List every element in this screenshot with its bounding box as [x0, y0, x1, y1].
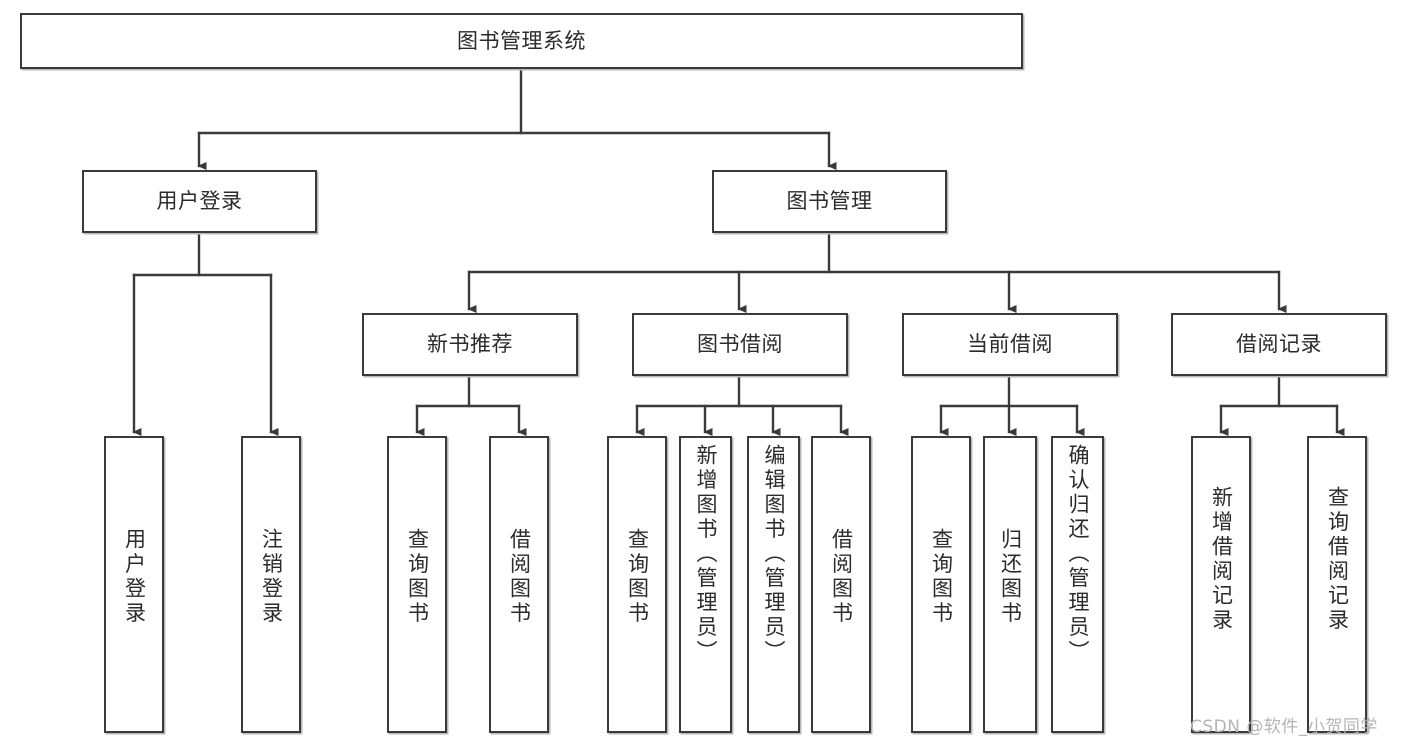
- node-leaf-add-record[interactable]: 新增借阅记录: [1191, 436, 1251, 733]
- node-leaf-confirm-return-label: 确认归还（管理员）: [1066, 444, 1090, 665]
- node-leaf-query-book-3[interactable]: 查询图书: [911, 436, 971, 733]
- node-current-borrow[interactable]: 当前借阅: [902, 313, 1118, 376]
- node-leaf-return-book-label: 归还图书: [998, 528, 1023, 626]
- node-user-login[interactable]: 用户登录: [82, 170, 317, 233]
- node-leaf-borrow-book-1-label: 借阅图书: [507, 528, 532, 626]
- node-leaf-add-record-label: 新增借阅记录: [1209, 486, 1234, 633]
- node-leaf-borrow-book-2-label: 借阅图书: [829, 528, 854, 626]
- node-leaf-add-book[interactable]: 新增图书（管理员）: [679, 436, 732, 733]
- node-book-borrow-label: 图书借阅: [697, 332, 783, 357]
- node-leaf-query-book-2-label: 查询图书: [625, 528, 650, 626]
- node-current-borrow-label: 当前借阅: [967, 332, 1053, 357]
- node-book-borrow[interactable]: 图书借阅: [632, 313, 848, 376]
- node-borrow-record-label: 借阅记录: [1236, 332, 1322, 357]
- node-book-manage-label: 图书管理: [786, 189, 873, 214]
- node-leaf-edit-book-label: 编辑图书（管理员）: [762, 444, 786, 665]
- node-leaf-logout-login-label: 注销登录: [259, 528, 284, 626]
- node-leaf-logout-login[interactable]: 注销登录: [241, 436, 301, 733]
- node-leaf-borrow-book-2[interactable]: 借阅图书: [811, 436, 871, 733]
- node-leaf-query-book-3-label: 查询图书: [929, 528, 954, 626]
- node-new-book-rec-label: 新书推荐: [427, 332, 513, 357]
- node-new-book-rec[interactable]: 新书推荐: [362, 313, 578, 376]
- node-root[interactable]: 图书管理系统: [20, 13, 1023, 69]
- node-leaf-user-login[interactable]: 用户登录: [104, 436, 164, 733]
- node-leaf-edit-book[interactable]: 编辑图书（管理员）: [747, 436, 800, 733]
- node-leaf-borrow-book-1[interactable]: 借阅图书: [489, 436, 549, 733]
- node-borrow-record[interactable]: 借阅记录: [1171, 313, 1387, 376]
- node-leaf-query-book-1[interactable]: 查询图书: [387, 436, 447, 733]
- node-leaf-user-login-label: 用户登录: [122, 528, 147, 626]
- node-leaf-add-book-label: 新增图书（管理员）: [694, 444, 718, 665]
- node-leaf-query-record-label: 查询借阅记录: [1325, 486, 1350, 633]
- node-leaf-return-book[interactable]: 归还图书: [983, 436, 1037, 733]
- node-leaf-query-book-2[interactable]: 查询图书: [607, 436, 667, 733]
- node-user-login-label: 用户登录: [156, 189, 243, 214]
- csdn-watermark: CSDN @软件_小贺同学: [1190, 717, 1378, 737]
- node-leaf-confirm-return[interactable]: 确认归还（管理员）: [1051, 436, 1104, 733]
- node-leaf-query-book-1-label: 查询图书: [405, 528, 430, 626]
- node-root-label: 图书管理系统: [457, 28, 586, 53]
- node-leaf-query-record[interactable]: 查询借阅记录: [1307, 436, 1367, 733]
- node-book-manage[interactable]: 图书管理: [712, 170, 947, 233]
